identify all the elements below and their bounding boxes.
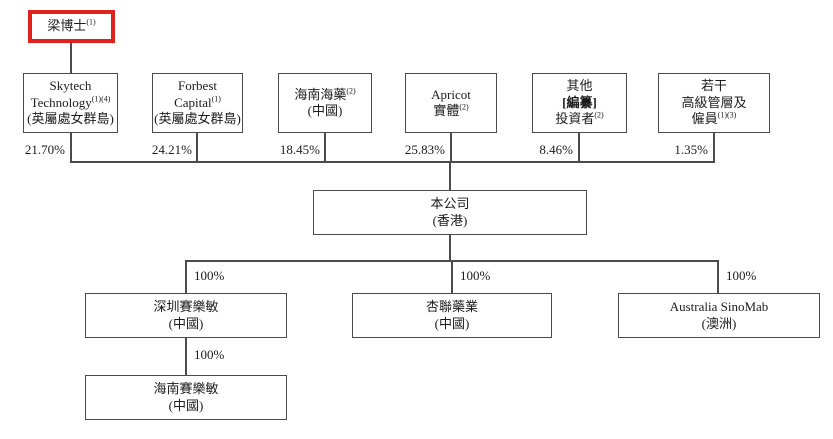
connector-line xyxy=(449,235,451,262)
ownership-label-xinglian: 100% xyxy=(460,268,491,283)
connector-line xyxy=(717,260,719,293)
node-label-line: 海南海藥(2) xyxy=(294,86,356,102)
node-label-line: 高級管層及 xyxy=(681,94,747,110)
node-label-line: Skytech xyxy=(49,78,92,94)
node-label-line: 僱員(1)(3) xyxy=(691,110,737,127)
node-hainan-sailemin: 海南賽樂敏 (中國) xyxy=(85,375,287,420)
node-label-line: (中國) xyxy=(168,315,204,331)
node-senior-management: 若干 高級管層及 僱員(1)(3) xyxy=(658,73,770,133)
node-label-line: [編纂] xyxy=(562,94,597,110)
ownership-label-australia: 100% xyxy=(726,268,757,283)
ownership-label-hainan-sailemin: 100% xyxy=(194,347,225,362)
ownership-label-senior-mgmt: 1.35% xyxy=(674,142,708,157)
node-xinglian-pharma: 杏聯藥業 (中國) xyxy=(352,293,552,338)
node-label-line: Capital(1) xyxy=(174,94,221,110)
connector-line xyxy=(451,260,453,293)
ownership-label-shenzhen: 100% xyxy=(194,268,225,283)
node-label-line: (中國) xyxy=(434,315,470,331)
node-company: 本公司 (香港) xyxy=(313,190,587,235)
node-apricot-entity: Apricot 實體(2) xyxy=(405,73,497,133)
node-label-line: Technology(1)(4) xyxy=(30,94,111,110)
node-label-line: 投資者(2) xyxy=(555,110,604,127)
node-liang-boshi: 梁博士(1) xyxy=(28,10,115,43)
connector-line xyxy=(578,133,580,163)
node-shenzhen-sailemin: 深圳賽樂敏 (中國) xyxy=(85,293,287,338)
node-label-line: 若干 xyxy=(700,78,727,94)
node-label-line: (中國) xyxy=(168,397,204,413)
node-label-line: 實體(2) xyxy=(433,102,469,118)
node-australia-sinomab: Australia SinoMab (澳洲) xyxy=(618,293,820,338)
node-label-line: 海南賽樂敏 xyxy=(153,381,219,396)
node-skytech-technology: Skytech Technology(1)(4) (英屬處女群島) xyxy=(23,73,118,133)
node-label-line: Forbest xyxy=(178,78,217,94)
node-hainan-haiyao: 海南海藥(2) (中國) xyxy=(278,73,372,133)
connector-line xyxy=(196,133,198,163)
node-label-line: 其他 xyxy=(566,78,593,94)
node-label-line: Apricot xyxy=(431,86,471,102)
node-label-line: (英屬處女群島) xyxy=(154,111,241,127)
node-label-line: (澳洲) xyxy=(701,315,737,331)
ownership-label-apricot: 25.83% xyxy=(404,142,445,157)
node-label-line: 杏聯藥業 xyxy=(425,299,478,314)
node-label-line: 本公司 xyxy=(430,196,470,211)
connector-line xyxy=(713,133,715,163)
connector-line xyxy=(70,133,72,163)
connector-line xyxy=(185,338,187,375)
ownership-label-other: 8.46% xyxy=(539,142,573,157)
connector-line xyxy=(70,161,715,163)
node-forbest-capital: Forbest Capital(1) (英屬處女群島) xyxy=(152,73,243,133)
node-label-line: Australia SinoMab xyxy=(669,299,769,314)
ownership-label-hainan-haiyao: 18.45% xyxy=(279,142,320,157)
ownership-label-forbest: 24.21% xyxy=(151,142,192,157)
node-label-line: (中國) xyxy=(307,103,343,118)
connector-line xyxy=(324,133,326,163)
node-label-line: (英屬處女群島) xyxy=(27,111,114,127)
connector-line xyxy=(450,133,452,163)
node-label-line: (香港) xyxy=(432,212,468,228)
node-label-line: 深圳賽樂敏 xyxy=(153,299,219,314)
connector-line xyxy=(185,260,187,293)
ownership-label-skytech: 21.70% xyxy=(24,142,65,157)
connector-line xyxy=(449,161,451,190)
node-other-investors: 其他 [編纂] 投資者(2) xyxy=(532,73,627,133)
node-label-line: 梁博士(1) xyxy=(47,17,96,34)
connector-line xyxy=(70,43,72,73)
